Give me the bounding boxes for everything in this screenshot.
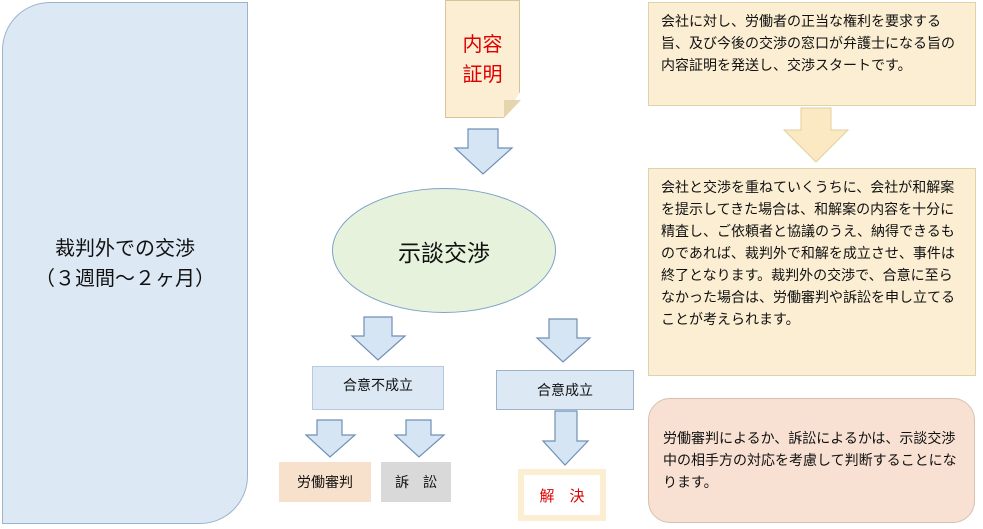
explanation-note-2: 会社と交渉を重ねていくうちに、会社が和解案を提示してきた場合は、和解案の内容を十… [648,168,976,376]
note-line-2: 証明 [462,62,503,86]
down-arrow-to-lawsuit [393,419,446,458]
explanation-text-3: 労働審判によるか、訴訟によるかは、示談交渉中の相手方の対応を考慮して判断すること… [663,430,957,491]
agreement-label: 合意成立 [537,383,593,399]
negotiation-title: 裁判外での交渉 [55,236,195,260]
note-fold-corner [504,100,521,118]
explanation-note-1: 会社に対し、労働者の正当な権利を要求する旨、及び今後の交渉の窓口が弁護士になる旨… [648,2,976,106]
settlement-negotiation-ellipse: 示談交渉 [332,188,556,313]
lawsuit-label: 訴 訟 [395,475,437,491]
labor-tribunal-label: 労働審判 [297,475,353,491]
agreement-box: 合意成立 [496,370,634,410]
no-agreement-label: 合意不成立 [343,378,413,394]
labor-tribunal-box: 労働審判 [279,462,371,502]
down-arrow-explanation [782,107,850,163]
explanation-note-3: 労働審判によるか、訴訟によるかは、示談交渉中の相手方の対応を考慮して判断すること… [648,398,975,523]
resolution-box: 解 決 [518,469,606,521]
down-arrow-to-agreement [535,318,592,363]
resolution-label: 解 決 [539,486,585,505]
negotiation-duration: （３週間～２ヶ月） [35,266,215,290]
content-certification-note: 内容 証明 [445,0,520,118]
down-arrow-to-labor-tribunal [304,419,357,458]
note-line-1: 内容 [462,32,503,56]
down-arrow-note-to-negotiation [453,128,514,175]
settlement-negotiation-label: 示談交渉 [398,240,490,267]
lawsuit-box: 訴 訟 [381,462,451,502]
explanation-text-2: 会社と交渉を重ねていくうちに、会社が和解案を提示してきた場合は、和解案の内容を十… [661,180,955,328]
no-agreement-box: 合意不成立 [312,366,444,410]
explanation-text-1: 会社に対し、労働者の正当な権利を要求する旨、及び今後の交渉の窓口が弁護士になる旨… [661,14,955,74]
down-arrow-to-no-agreement [350,316,407,361]
negotiation-period-panel: 裁判外での交渉 （３週間～２ヶ月） [2,2,248,524]
down-arrow-to-resolution [541,410,590,466]
